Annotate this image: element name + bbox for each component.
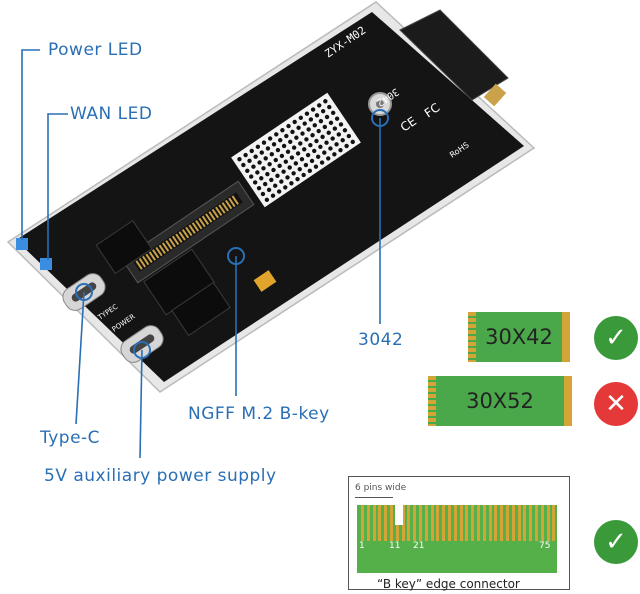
power-led: [16, 238, 28, 250]
card-30x52-text: 30X52: [466, 389, 534, 413]
thermal-pad: [231, 92, 361, 208]
type-c-label: Type-C: [40, 428, 101, 448]
size-3042-target-ring: [371, 109, 389, 127]
chip-capacitor: [253, 270, 277, 292]
typec-target-ring: [75, 283, 93, 301]
check-icon-edge-connector: ✓: [594, 520, 638, 564]
chip-3: [171, 281, 231, 337]
chip-1: [95, 219, 153, 275]
board-end-bracket: [399, 9, 509, 101]
typec-leader-line: [75, 291, 85, 425]
pin-number-1: 1: [359, 541, 365, 551]
aux-power-leader-line: [139, 349, 143, 459]
wan-led-label: WAN LED: [70, 104, 153, 124]
edge-connector-caption: “B key” edge connector: [377, 577, 520, 591]
pin-number-75: 75: [539, 541, 551, 551]
wan-led: [40, 258, 52, 270]
card-30x42-text: 30X42: [485, 325, 553, 349]
size-3042-label: 3042: [358, 330, 404, 350]
card-30x42: 30X42: [468, 312, 570, 362]
card-30x52: 30X52: [428, 376, 572, 426]
cross-icon-30x52: ✕: [594, 382, 638, 426]
aux-power-target-ring: [133, 341, 151, 359]
pin-number-21: 21: [413, 541, 425, 551]
m2-slot: [121, 180, 255, 284]
wan-led-leader: [47, 113, 68, 260]
edge-connector-diagram: 6 pins wide 1 11 21 75 “B key” edge conn…: [348, 476, 570, 591]
check-icon-30x42: ✓: [594, 316, 638, 360]
ngff-label: NGFF M.2 B-key: [188, 404, 330, 424]
power-led-leader: [21, 49, 40, 240]
pins-note: 6 pins wide: [355, 483, 407, 493]
power-led-label: Power LED: [48, 40, 143, 60]
aux-power-label: 5V auxiliary power supply: [44, 466, 277, 486]
ngff-target-ring: [227, 247, 245, 265]
pin-number-11: 11: [389, 541, 401, 551]
